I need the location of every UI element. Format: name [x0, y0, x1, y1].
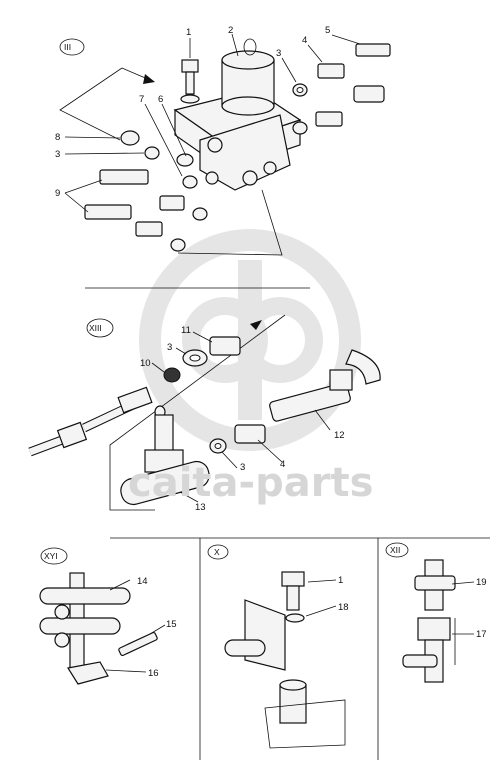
callout-6: 6 [158, 94, 163, 105]
bottom-separators [110, 537, 490, 760]
leaders-iii [64, 33, 361, 256]
fittings-iii [84, 43, 391, 237]
pipe-assembly [28, 386, 153, 457]
bolt-12 [269, 349, 381, 422]
section-xiii: XIII [28, 314, 381, 513]
section-label-xvi: XYI [44, 551, 58, 561]
callout-17: 17 [476, 629, 487, 640]
section-xii: XII 19 17 [385, 542, 487, 683]
callout-3d: 3 [240, 462, 245, 473]
callout-13: 13 [195, 502, 206, 513]
bolt-1 [180, 59, 200, 104]
callout-3b: 3 [55, 149, 60, 160]
callout-1: 1 [186, 27, 191, 38]
section-xvi: XYI 14 15 16 [39, 547, 177, 685]
callout-5: 5 [325, 25, 330, 36]
callout-8: 8 [55, 132, 60, 143]
section-label-xii: XII [390, 545, 400, 555]
callout-7: 7 [139, 94, 144, 105]
callout-11: 11 [181, 325, 191, 336]
section-iii: III [55, 25, 391, 256]
callout-2: 2 [228, 25, 233, 36]
cap-cylinder [221, 38, 275, 116]
callout-16: 16 [148, 668, 159, 679]
section-label-iii: III [64, 42, 71, 52]
watermark-text: caita-parts [128, 460, 373, 506]
callout-3a: 3 [276, 48, 281, 59]
valve-body [173, 89, 302, 191]
callout-15: 15 [166, 619, 177, 630]
callout-9: 9 [55, 188, 60, 199]
callout-3c: 3 [167, 342, 172, 353]
fitting-11 [209, 336, 241, 356]
callout-18: 18 [338, 602, 349, 613]
section-x: X 1 18 [207, 544, 349, 749]
callout-10: 10 [140, 358, 151, 369]
section-label-xiii: XIII [89, 323, 102, 333]
section-label-x: X [214, 547, 220, 557]
callout-4a: 4 [302, 35, 307, 46]
callout-14: 14 [137, 576, 148, 587]
callout-12: 12 [334, 430, 345, 441]
callout-1b: 1 [338, 575, 343, 586]
washers-iii [120, 83, 308, 252]
callout-19: 19 [476, 577, 487, 588]
tee-body-13 [120, 414, 210, 506]
callout-4b: 4 [280, 459, 285, 470]
